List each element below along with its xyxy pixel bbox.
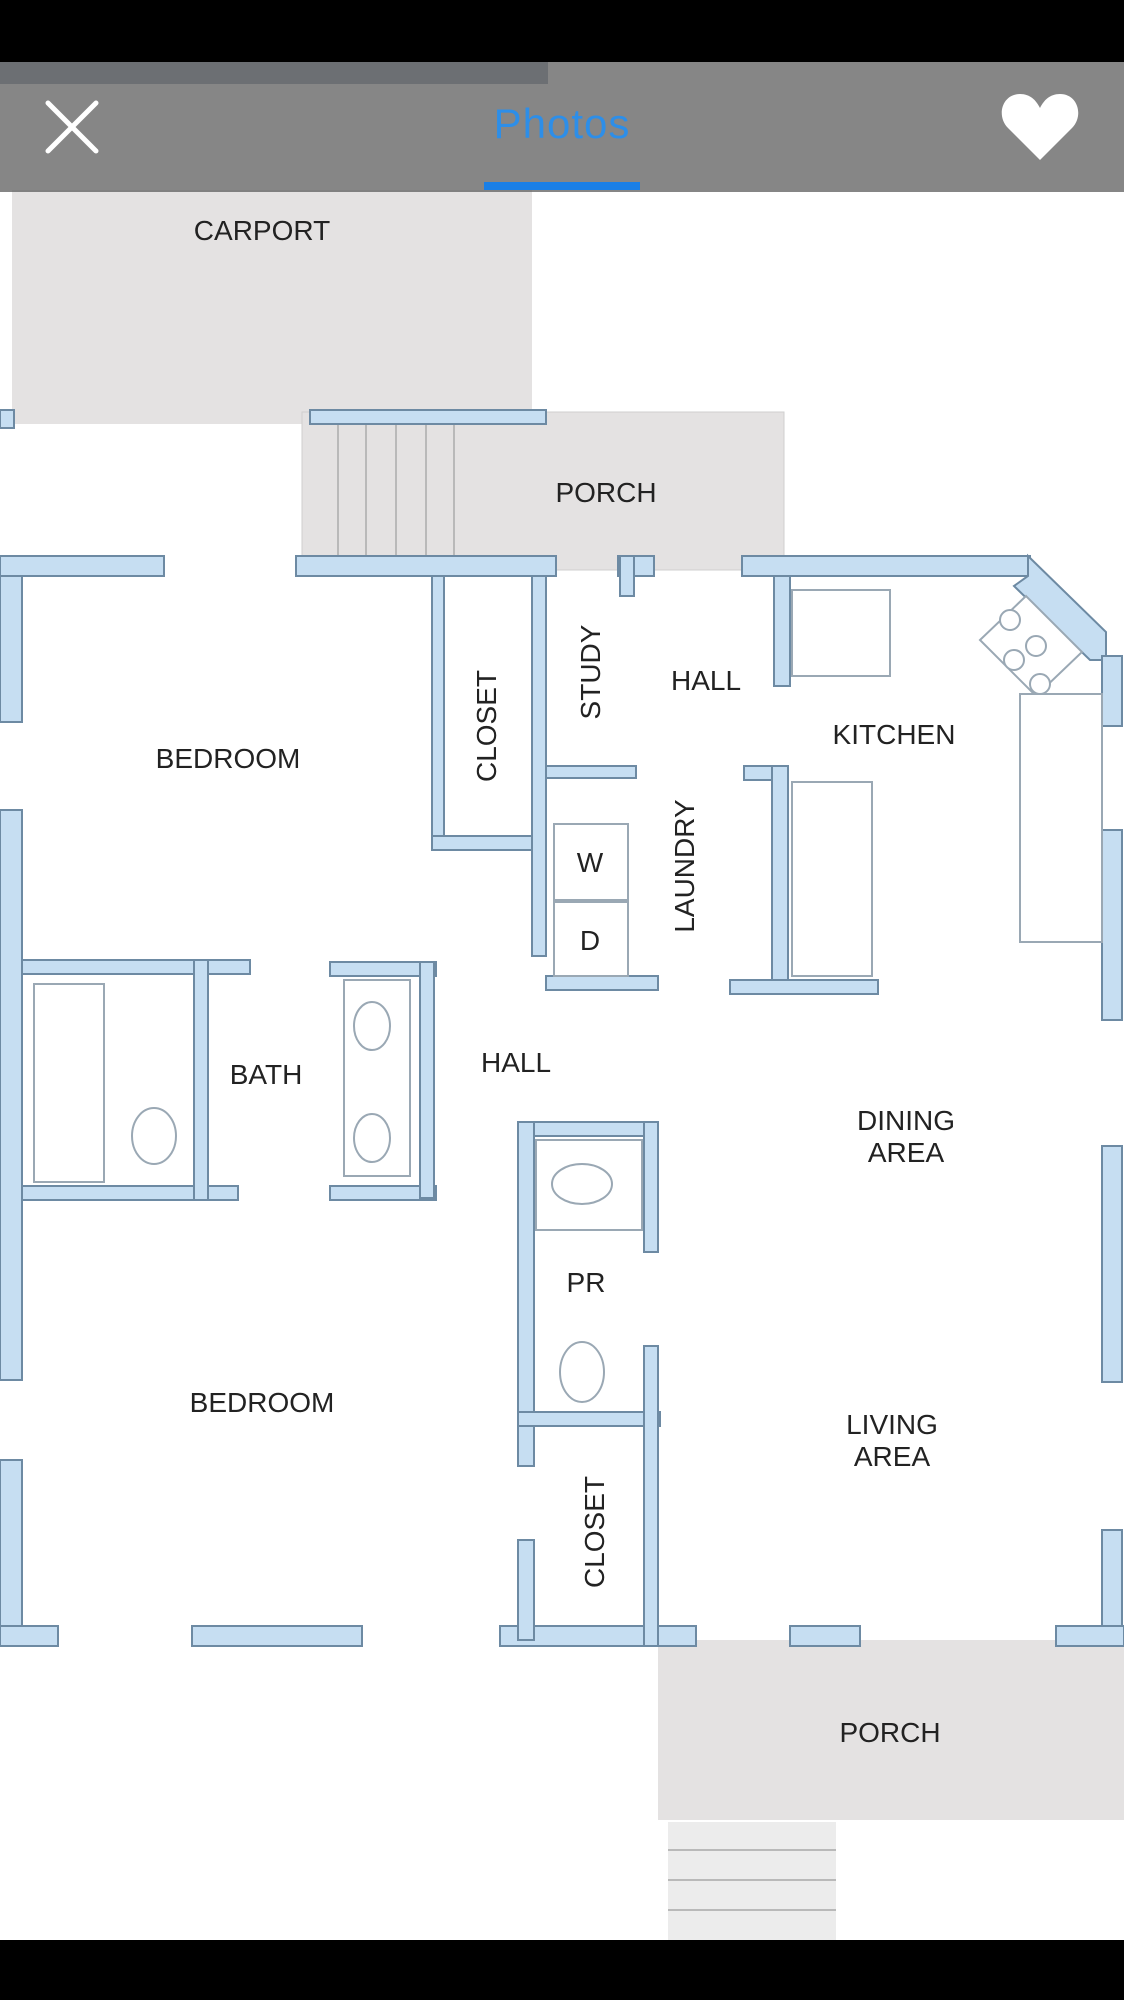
label-dining-line1: DINING [857,1105,955,1136]
porch-top-area [301,411,785,571]
bottom-bar [0,1940,1124,2000]
porch-top-steps [337,424,455,556]
favorite-button[interactable] [1000,90,1080,162]
status-bar [0,0,1124,62]
label-bedroom-bottom: BEDROOM [190,1387,335,1418]
close-button[interactable] [40,95,104,159]
label-living-line1: LIVING [846,1409,938,1440]
label-closet-top: CLOSET [471,670,502,782]
label-study: STUDY [575,624,606,719]
floor-plan-drawing: CARPORT PORCH BEDROOM CLOSET STUDY HALL … [0,190,1124,1940]
label-kitchen: KITCHEN [833,719,956,750]
walls [0,409,1124,1647]
tab-photos-active-indicator [484,182,640,190]
label-porch-bottom: PORCH [839,1717,940,1748]
close-icon [45,100,99,154]
label-porch-top: PORCH [555,477,656,508]
label-bedroom-top: BEDROOM [156,743,301,774]
label-dryer: D [580,925,600,956]
label-laundry: LAUNDRY [669,799,700,933]
porch-bottom-area [658,1640,1124,1820]
label-powder-room: PR [567,1267,606,1298]
label-hall-mid: HALL [481,1047,551,1078]
tab-photos[interactable]: Photos [493,100,631,147]
label-dining-line2: AREA [868,1137,945,1168]
fixtures [33,589,1103,1403]
top-navigation-bar [0,62,1124,192]
label-bath: BATH [230,1059,303,1090]
label-washer: W [577,847,604,878]
floor-plan-photo: CARPORT PORCH BEDROOM CLOSET STUDY HALL … [0,62,1124,1940]
navbar-highlight-strip [0,62,548,84]
heart-icon [1001,94,1079,160]
label-hall-top: HALL [671,665,741,696]
label-living-line2: AREA [854,1441,931,1472]
carport-area [12,190,532,424]
label-carport: CARPORT [194,215,330,246]
label-closet-bottom: CLOSET [579,1476,610,1588]
